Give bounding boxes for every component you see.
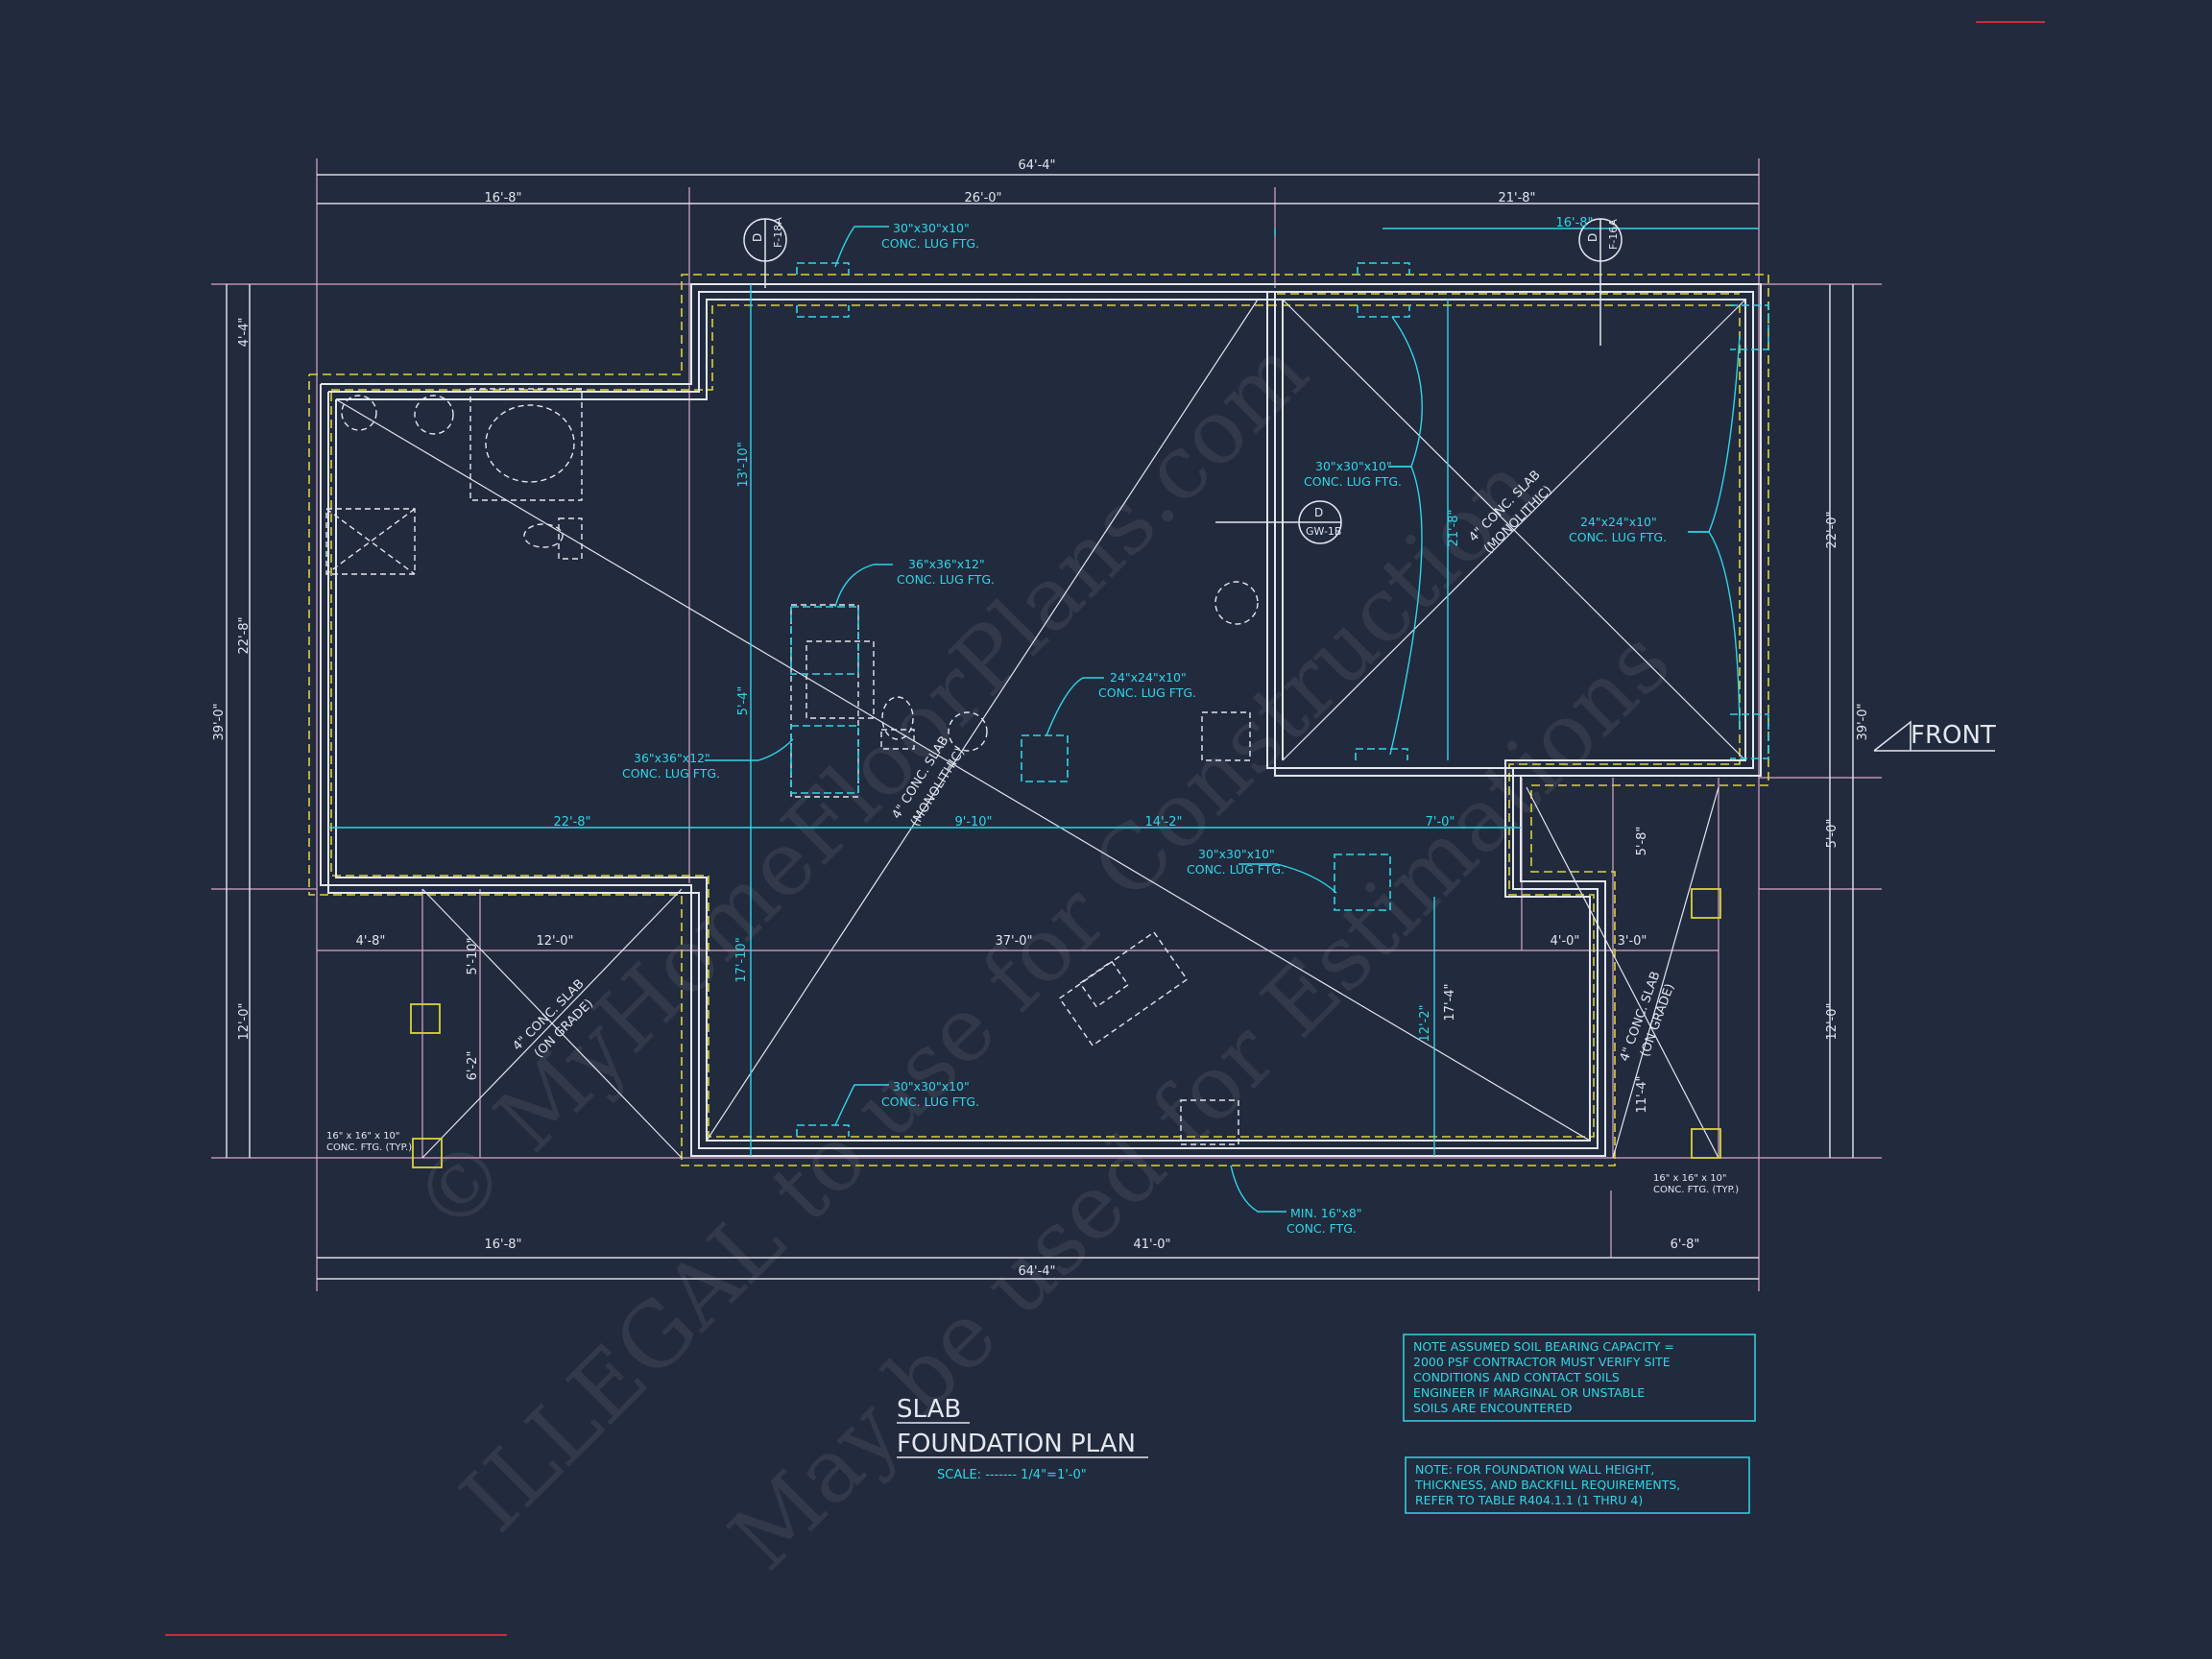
front-label: FRONT	[1911, 721, 1996, 750]
callout-lug-36-a-1: 36"x36"x12"	[908, 557, 985, 571]
dim-v-17-10: 17'-10"	[734, 937, 749, 982]
callout-lug-36-a-2: CONC. LUG FTG.	[897, 572, 995, 587]
ftg-typ-left-1: 16" x 16" x 10"	[326, 1131, 400, 1142]
dim-left-b: 22'-8"	[237, 616, 252, 654]
title-line-1: SLAB	[897, 1395, 961, 1424]
dim-p-4-8: 4'-8"	[356, 934, 386, 949]
callout-lug-30-bottom-1: 30"x30"x10"	[893, 1079, 970, 1094]
dim-v-21-8: 21'-8"	[1447, 509, 1461, 546]
callout-lug-24-mid-1: 24"x24"x10"	[1110, 670, 1187, 685]
dim-top-total: 64'-4"	[1018, 158, 1055, 173]
callout-lug-36-b-1: 36"x36"x12"	[634, 751, 710, 765]
dim-right-b: 5'-0"	[1825, 819, 1839, 849]
dim-top-c: 21'-8"	[1498, 191, 1535, 205]
soil-note-line-5: SOILS ARE ENCOUNTERED	[1413, 1401, 1573, 1415]
callout-lug-30-top-1: 30"x30"x10"	[893, 221, 970, 235]
dim-v-17-4: 17'-4"	[1443, 983, 1457, 1021]
dim-h-7-0: 7'-0"	[1426, 815, 1455, 830]
footing-outline	[308, 274, 1769, 1166]
callout-min-ftg-2: CONC. FTG.	[1286, 1221, 1357, 1236]
dim-h-9-10: 9'-10"	[954, 815, 992, 830]
slab-diagonals	[335, 299, 1746, 1159]
dim-right-total: 39'-0"	[1856, 703, 1870, 740]
dim-h-14-2: 14'-2"	[1144, 815, 1182, 830]
dim-v-11-4: 11'-4"	[1635, 1075, 1649, 1113]
callout-lug-30-top-2: CONC. LUG FTG.	[881, 236, 979, 251]
dim-p-3-0: 3'-0"	[1618, 934, 1647, 949]
dim-p-37-0: 37'-0"	[995, 934, 1032, 949]
wall-note-line-3: REFER TO TABLE R404.1.1 (1 THRU 4)	[1415, 1493, 1643, 1507]
section-a-top: D	[751, 233, 764, 242]
dim-top-a: 16'-8"	[484, 191, 521, 205]
cyan-dims	[328, 228, 1759, 1156]
dim-v-6-2: 6'-2"	[466, 1051, 480, 1081]
dim-bot-c: 6'-8"	[1671, 1238, 1700, 1252]
dim-v-5-4: 5'-4"	[736, 686, 751, 716]
ftg-typ-right-1: 16" x 16" x 10"	[1653, 1173, 1727, 1184]
callout-lug-24-garage-1: 24"x24"x10"	[1580, 515, 1657, 529]
wall-note: NOTE: FOR FOUNDATION WALL HEIGHT, THICKN…	[1405, 1456, 1750, 1514]
dim-lines	[226, 174, 1854, 1280]
dim-p-12-0: 12'-0"	[536, 934, 573, 949]
ftg-typ-notes: 16" x 16" x 10" CONC. FTG. (TYP.) 16" x …	[326, 1131, 1739, 1195]
callout-lug-30-center-2: CONC. LUG FTG.	[1187, 862, 1285, 877]
soil-note: NOTE ASSUMED SOIL BEARING CAPACITY = 200…	[1403, 1334, 1756, 1422]
section-marker-a	[743, 218, 787, 288]
callout-lug-24-mid-2: CONC. LUG FTG.	[1098, 685, 1196, 700]
ftg-typ-left-2: CONC. FTG. (TYP.)	[326, 1142, 412, 1153]
wall-note-line-2: THICKNESS, AND BACKFILL REQUIREMENTS,	[1414, 1478, 1680, 1492]
soil-note-line-3: CONDITIONS AND CONTACT SOILS	[1413, 1370, 1620, 1384]
dim-bot-total: 64'-4"	[1018, 1264, 1055, 1279]
dimension-text: 64'-4" 16'-8" 26'-0" 21'-8" 16'-8" 16'-8…	[356, 158, 1700, 1279]
section-c-bottom: GW-1B	[1306, 525, 1341, 538]
section-b-bottom: F-16A	[1607, 219, 1620, 250]
ftg-typ-right-2: CONC. FTG. (TYP.)	[1653, 1185, 1739, 1195]
callouts: 30"x30"x10" CONC. LUG FTG. 36"x36"x12" C…	[622, 221, 1667, 1236]
leaders	[705, 226, 1741, 1213]
dim-left-total: 39'-0"	[212, 703, 227, 740]
dim-top-b: 26'-0"	[964, 191, 1001, 205]
dim-right-a: 22'-0"	[1825, 511, 1839, 548]
front-indicator: FRONT	[1873, 720, 1996, 752]
wall-note-line-1: NOTE: FOR FOUNDATION WALL HEIGHT,	[1415, 1462, 1654, 1477]
dim-v-12-2: 12'-2"	[1418, 1004, 1432, 1042]
title-line-2: FOUNDATION PLAN	[897, 1430, 1136, 1458]
lug-footings	[790, 262, 1769, 1137]
dim-v-5-8: 5'-8"	[1635, 827, 1649, 856]
dimension-text-vertical: 39'-0" 4'-4" 22'-8" 12'-0" 39'-0" 22'-0"…	[212, 318, 1870, 1114]
soil-note-line-2: 2000 PSF CONTRACTOR MUST VERIFY SITE	[1413, 1355, 1671, 1369]
dim-p-4-0: 4'-0"	[1551, 934, 1580, 949]
callout-min-ftg-1: MIN. 16"x8"	[1290, 1206, 1362, 1220]
callout-lug-30-garage-2: CONC. LUG FTG.	[1304, 474, 1402, 489]
dim-bot-a: 16'-8"	[484, 1238, 521, 1252]
callout-lug-24-garage-2: CONC. LUG FTG.	[1569, 530, 1667, 544]
soil-note-line-4: ENGINEER IF MARGINAL OR UNSTABLE	[1413, 1385, 1645, 1400]
title-block: SLAB FOUNDATION PLAN SCALE: ------- 1/4"…	[897, 1395, 1148, 1482]
dim-v-5-10: 5'-10"	[466, 937, 480, 974]
section-a-bottom: F-18A	[772, 217, 784, 248]
dim-left-c: 12'-0"	[237, 1002, 252, 1040]
callout-lug-30-garage-1: 30"x30"x10"	[1315, 459, 1392, 473]
fixtures	[325, 388, 1259, 1145]
section-marker-c	[1215, 500, 1342, 544]
dim-top-d: 16'-8"	[1555, 216, 1593, 230]
callout-lug-30-center-1: 30"x30"x10"	[1198, 847, 1275, 861]
typ-footing-squares	[410, 888, 1721, 1168]
foundation-walls	[320, 283, 1762, 1157]
section-c-top: D	[1314, 506, 1323, 519]
dim-h-22-8: 22'-8"	[553, 815, 590, 830]
dim-v-13-10: 13'-10"	[736, 442, 751, 487]
section-b-top: D	[1586, 233, 1599, 242]
callout-lug-36-b-2: CONC. LUG FTG.	[622, 766, 720, 781]
title-scale: SCALE: ------- 1/4"=1'-0"	[937, 1468, 1087, 1482]
soil-note-line-1: NOTE ASSUMED SOIL BEARING CAPACITY =	[1413, 1339, 1674, 1354]
dim-right-c: 12'-0"	[1825, 1002, 1839, 1040]
callout-lug-30-bottom-2: CONC. LUG FTG.	[881, 1094, 979, 1109]
dim-left-a: 4'-4"	[237, 318, 252, 348]
section-marker-b	[1578, 218, 1623, 346]
dim-bot-b: 41'-0"	[1133, 1238, 1170, 1252]
